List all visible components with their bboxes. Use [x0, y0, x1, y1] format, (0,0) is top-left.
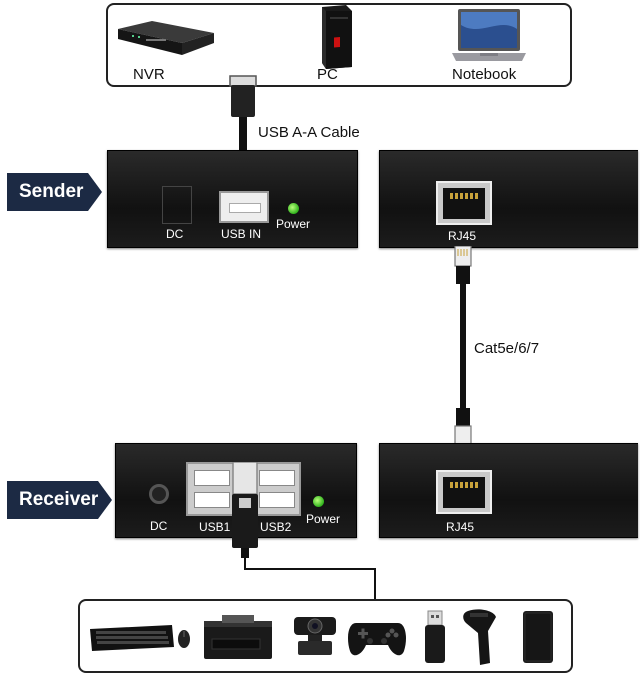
sender-rj45-unit: RJ45: [379, 150, 638, 248]
source-devices-frame: NVR PC Notebook: [106, 3, 572, 87]
sender-usb-in-port: [219, 191, 269, 223]
ethernet-cable-icon: [454, 246, 472, 446]
receiver-rj45-label: RJ45: [446, 520, 475, 534]
printer-icon: [204, 615, 272, 659]
receiver-power-label: Power: [306, 512, 341, 526]
sender-dc-label: DC: [166, 227, 184, 241]
receiver-tag: Receiver: [7, 481, 112, 519]
external-hard-drive-icon: [523, 611, 553, 663]
usb-flash-drive-icon: [425, 610, 445, 663]
sender-usb-in-label: USB IN: [221, 227, 262, 241]
sender-power-led: [288, 203, 299, 214]
gamepad-icon: [348, 623, 406, 656]
ethernet-cable-label: Cat5e/6/7: [474, 340, 540, 357]
sender-tag: Sender: [7, 173, 102, 211]
receiver-usb2-port: [251, 462, 301, 516]
barcode-scanner-icon: [463, 609, 496, 665]
receiver-dc-label: DC: [150, 519, 168, 533]
receiver-dc-port: [149, 484, 169, 504]
usb-cable-label: USB A-A Cable: [258, 124, 360, 141]
webcam-icon: [294, 617, 336, 655]
receiver-power-led: [313, 496, 324, 507]
nvr-label: NVR: [133, 66, 165, 83]
usb-plug-icon: [232, 462, 376, 602]
sender-dc-port: [162, 186, 192, 224]
pc-label: PC: [317, 66, 338, 83]
peripherals-frame: [78, 599, 573, 673]
sender-rj45-port: [436, 181, 492, 225]
receiver-usb1-label: USB1: [199, 520, 231, 534]
sender-unit: DC USB IN Power: [107, 150, 358, 248]
notebook-icon: [452, 9, 526, 61]
sender-rj45-label: RJ45: [448, 229, 477, 243]
keyboard-mouse-icon: [90, 625, 190, 651]
sender-power-label: Power: [276, 217, 311, 231]
receiver-usb1-port: [186, 462, 236, 516]
receiver-rj45-port: [436, 470, 492, 514]
receiver-rj45-unit: RJ45: [379, 443, 638, 538]
nvr-icon: [118, 21, 214, 55]
pc-tower-icon: [322, 5, 352, 69]
notebook-label: Notebook: [452, 66, 517, 83]
receiver-usb2-label: USB2: [260, 520, 292, 534]
